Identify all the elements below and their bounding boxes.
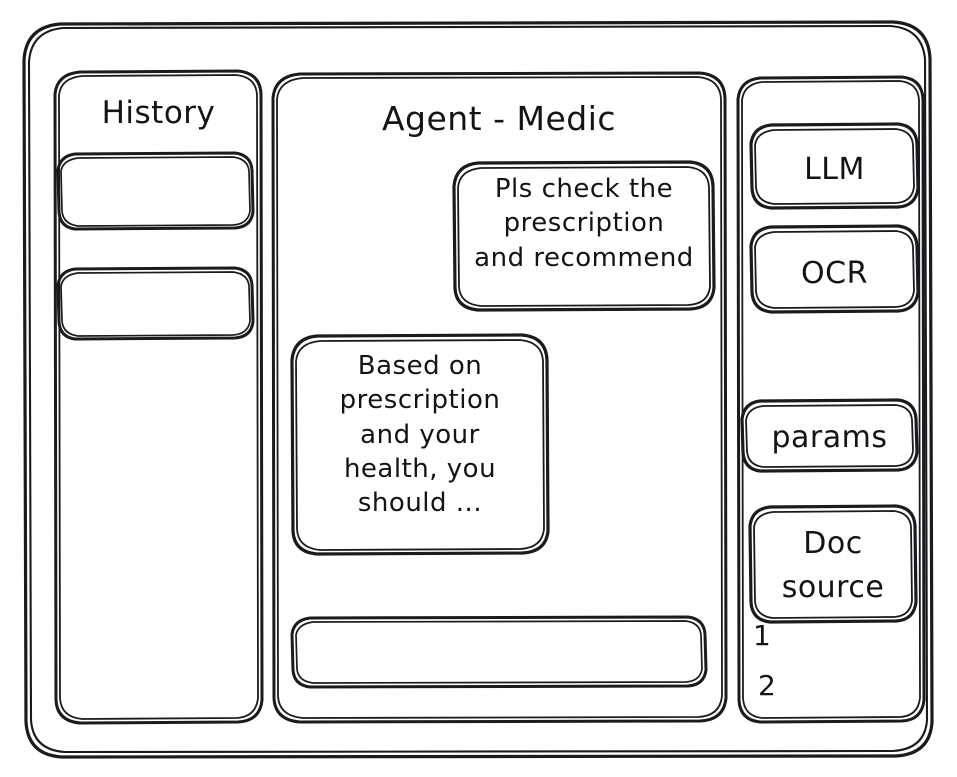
doc-source-item-1[interactable] (748, 614, 838, 654)
assistant-message-bubble[interactable] (292, 335, 548, 554)
tool-chip-llm[interactable] (751, 124, 918, 208)
user-message-text: Pls check the prescription and recommend (474, 174, 694, 273)
assistant-message-text: Based on prescription and your health, y… (339, 351, 501, 519)
sidebar-item-history-1[interactable] (58, 153, 250, 230)
tool-chip-ocr-label: OCR (801, 256, 868, 291)
tool-chip-params[interactable] (742, 400, 917, 471)
tool-chip-ocr[interactable] (751, 226, 918, 312)
message-input[interactable] (296, 622, 700, 682)
user-message-bubble[interactable] (454, 162, 714, 310)
doc-source-item-1-label: 1 (753, 619, 772, 652)
doc-source-item-2[interactable] (752, 664, 842, 704)
tool-chip-params-label: params (771, 420, 888, 455)
sidebar-item-history-2[interactable] (58, 268, 250, 340)
tool-chip-doc-source-label: Doc source (781, 526, 885, 605)
page-title: Agent - Medic (381, 99, 617, 138)
tool-chip-llm-label: LLM (804, 152, 865, 187)
doc-source-item-2-label: 2 (758, 669, 777, 702)
tool-chip-doc-source[interactable] (750, 506, 916, 622)
sidebar-title: History (101, 95, 216, 131)
